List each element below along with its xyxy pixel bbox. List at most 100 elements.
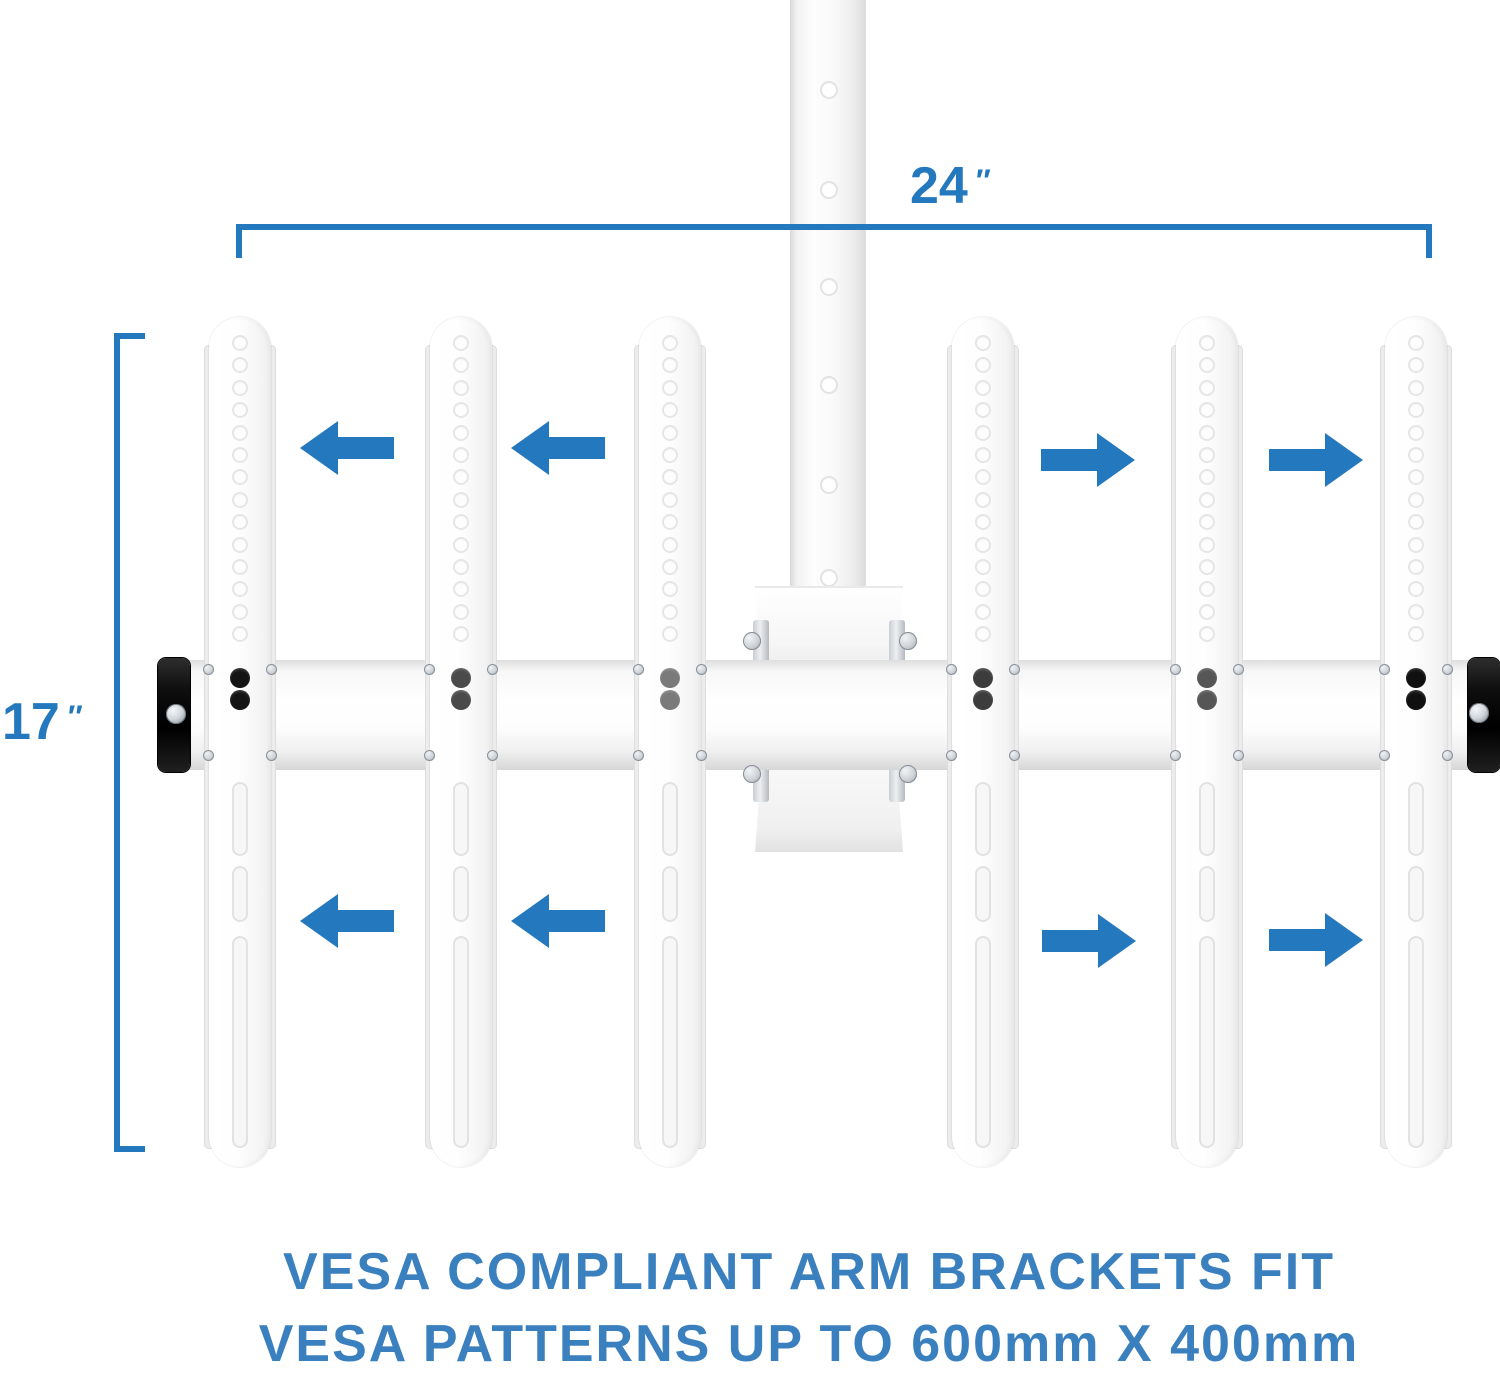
vesa-slot [453,936,469,1148]
vesa-hole [1408,536,1424,553]
vesa-slot [975,936,991,1148]
vesa-hole [662,379,678,396]
vesa-hole [1408,447,1424,463]
left-arrow-icon [300,894,394,948]
bolt-icon [1233,664,1244,675]
vesa-hole [1408,357,1424,374]
bolt-icon [1379,664,1390,675]
bolt-icon [203,750,214,761]
vesa-hole [453,626,469,643]
vesa-hole [662,469,678,486]
bolt-icon [1442,750,1453,761]
vesa-hole [1199,536,1215,553]
vesa-hole [662,491,678,508]
bolt-icon [1233,750,1244,761]
left-arrow-icon [511,421,605,475]
vesa-hole [662,424,678,441]
vesa-hole [1199,626,1215,643]
left-arrow-icon [300,421,394,475]
vesa-slot [1408,782,1424,856]
vesa-hole [453,357,469,374]
vesa-hole [453,335,469,351]
right-arrow-icon [1042,914,1136,968]
vesa-hole [453,379,469,396]
height-dimension-tick-top [114,333,145,339]
vesa-hole [1199,514,1215,531]
ceiling-pole [790,0,866,600]
vesa-hole [975,402,991,419]
bolt-icon [1442,664,1453,675]
vesa-hole [1408,335,1424,351]
inch-mark: ″ [975,163,991,199]
vesa-hole [662,335,678,351]
vesa-hole [1199,447,1215,463]
vesa-hole [232,357,248,374]
vesa-hole [1408,424,1424,441]
vesa-hole [1408,514,1424,531]
screw-icon [166,704,186,724]
bolt-icon [946,664,957,675]
vesa-hole [1408,626,1424,643]
pole-hole [820,81,838,99]
vesa-slot [232,936,248,1148]
bolt-icon [1170,664,1181,675]
vesa-slot [1408,936,1424,1148]
vesa-hole [1199,559,1215,575]
vesa-hole [232,424,248,441]
mount-hole [660,690,680,710]
bolt-icon [1170,750,1181,761]
bolt-icon [487,750,498,761]
vesa-hole [232,469,248,486]
vesa-hole [975,447,991,463]
vesa-hole [232,581,248,598]
vesa-slot [453,782,469,856]
mount-hole [1197,690,1217,710]
pole-hole [820,569,838,587]
bolt-icon [1379,750,1390,761]
vesa-hole [453,424,469,441]
width-dimension-line [236,224,1432,230]
cradle-top-plate [755,586,903,668]
mount-hole [230,690,250,710]
mount-hole [451,668,471,688]
caption-line-2: VESA PATTERNS UP TO 600mm X 400mm [258,1315,1360,1373]
vesa-hole [453,559,469,575]
width-dimension-tick-right [1426,224,1432,258]
bolt-icon [899,765,917,783]
vesa-hole [1199,491,1215,508]
bolt-icon [266,664,277,675]
vesa-hole [232,491,248,508]
bolt-icon [203,664,214,675]
vesa-hole [232,626,248,643]
caption-line-1: VESA COMPLIANT ARM BRACKETS FIT [283,1243,1335,1301]
vesa-hole [662,581,678,598]
bolt-icon [266,750,277,761]
bolt-icon [633,664,644,675]
vesa-hole [1199,603,1215,620]
bolt-icon [743,632,761,650]
vesa-hole [232,447,248,463]
vesa-slot [662,866,678,922]
bolt-icon [1009,664,1020,675]
vesa-slot [232,866,248,922]
vesa-hole [1408,559,1424,575]
bolt-icon [696,664,707,675]
left-arrow-icon [511,894,605,948]
vesa-hole [662,603,678,620]
height-dimension-tick-bottom [114,1146,145,1152]
cradle-bottom-plate [755,770,903,852]
vesa-hole [662,402,678,419]
vesa-hole [453,536,469,553]
vesa-hole [1408,491,1424,508]
vesa-hole [1199,469,1215,486]
mount-hole [1406,668,1426,688]
right-arrow-icon [1041,433,1135,487]
vesa-hole [1199,402,1215,419]
bolt-icon [743,765,761,783]
vesa-slot [662,936,678,1148]
vesa-slot [232,782,248,856]
vesa-hole [975,379,991,396]
bolt-icon [633,750,644,761]
vesa-hole [1199,581,1215,598]
